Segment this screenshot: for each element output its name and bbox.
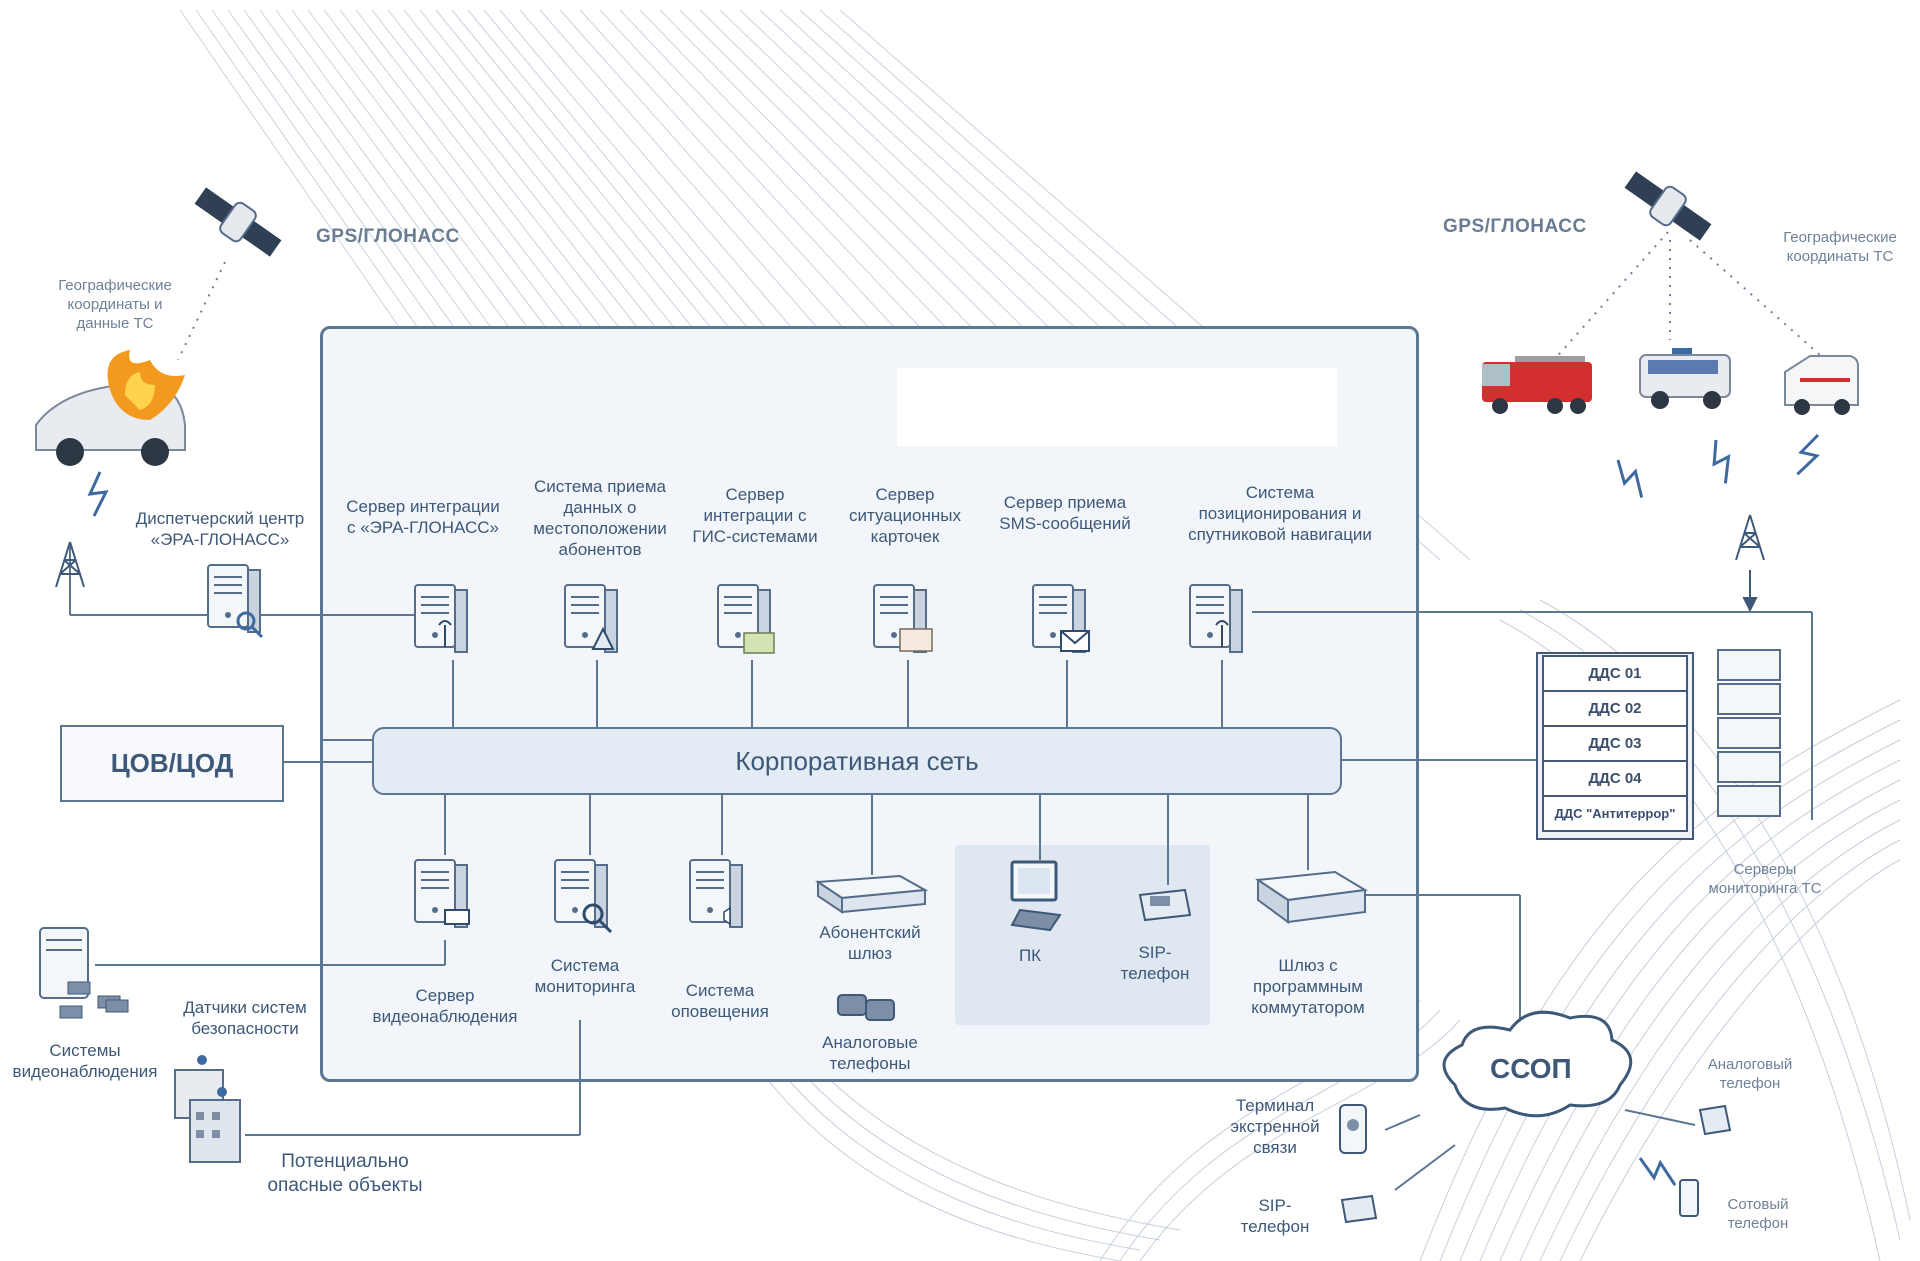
sensors-label: Датчики систем безопасности: [183, 998, 307, 1038]
subscriber-gateway-icon: [815, 874, 929, 914]
sip-phone-icon: [1138, 888, 1192, 922]
gps-glonass-left-title: GPS/ГЛОНАСС: [316, 226, 460, 247]
sms-server-label: Сервер приема SMS-сообщений: [999, 493, 1131, 533]
gps-left-note: Географические координаты и данные ТС: [58, 277, 172, 332]
hazard-buildings-icon: [174, 1055, 241, 1163]
situation-cards-server-icon: [873, 584, 933, 653]
dds-03-box: ДДС 03: [1542, 725, 1688, 762]
location-reception-server-icon: [564, 584, 618, 653]
fire-truck-icon: [1482, 356, 1592, 414]
monitoring-system-icon: [554, 859, 613, 934]
antenna-icon-right: [1735, 514, 1765, 561]
video-systems-label: Системы видеонаблюдения: [12, 1041, 158, 1081]
era-integration-server-icon: [414, 584, 468, 653]
dds-04-box: ДДС 04: [1542, 760, 1688, 797]
situation-cards-server-label: Сервер ситуационных карточек: [849, 485, 961, 546]
softswitch-gateway-label: Шлюз с программным коммутатором: [1251, 956, 1365, 1017]
cov-cod-box: ЦОВ/ЦОД: [60, 725, 284, 802]
sip-phone-label: SIP- телефон: [1120, 943, 1190, 983]
ssop-cloud-icon: [1442, 1010, 1633, 1118]
video-systems-icon: [39, 927, 129, 1019]
analog-phone-ssop-icon: [1698, 1104, 1732, 1136]
ambulance-icon: [1784, 355, 1859, 415]
satellite-icon-left: [193, 186, 283, 258]
satellite-icon-right: [1623, 170, 1713, 242]
pc-icon: [1010, 860, 1062, 932]
monitoring-system-label: Система мониторинга: [534, 956, 636, 996]
wireless-icon-2: [1705, 436, 1739, 487]
wireless-left-icon: [88, 470, 108, 518]
gps-glonass-right-title: GPS/ГЛОНАСС: [1443, 216, 1587, 237]
analog-phone-ssop-label: Аналоговый телефон: [1707, 1056, 1793, 1092]
dds-02-box: ДДС 02: [1542, 690, 1688, 727]
dds-antiterror-box: ДДС "Антитеррор": [1542, 795, 1688, 832]
notification-system-icon: [689, 859, 743, 928]
monitoring-servers-label: Серверы мониторинга ТС: [1708, 861, 1822, 897]
antenna-icon-left: [55, 541, 85, 588]
notification-system-label: Система оповещения: [671, 981, 769, 1021]
softswitch-gateway-icon: [1255, 870, 1368, 924]
gps-right-note: Географические координаты ТС: [1783, 229, 1897, 265]
navigation-server-icon: [1189, 584, 1243, 653]
sip-phone-ssop-label: SIP- телефон: [1240, 1196, 1310, 1236]
dispatch-center-server-icon: [207, 564, 264, 639]
gis-integration-server-icon: [717, 584, 775, 654]
corporate-network-bar: Корпоративная сеть: [372, 727, 1342, 795]
analog-phones-icon: [837, 994, 895, 1021]
emergency-terminal-icon: [1339, 1104, 1367, 1154]
blank-area: [897, 368, 1337, 446]
wave-pattern-bottom: [759, 1069, 1181, 1261]
pc-label: ПК: [1018, 946, 1042, 965]
monitoring-servers-stack-icon: [1717, 649, 1781, 817]
wireless-icon-ssop: [1633, 1151, 1683, 1191]
police-car-icon: [1639, 348, 1731, 409]
emergency-terminal-label: Терминал экстренной связи: [1230, 1096, 1320, 1157]
burning-car-icon: [35, 350, 186, 466]
hazard-objects-label: Потенциально опасные объекты: [267, 1151, 423, 1196]
location-reception-server-label: Система приема данных о местоположении а…: [533, 477, 667, 559]
era-integration-server-label: Сервер интеграции с «ЭРА-ГЛОНАСС»: [346, 497, 500, 537]
cell-phone-label: Сотовый телефон: [1727, 1196, 1789, 1232]
dispatch-center-label: Диспетчерский центр «ЭРА-ГЛОНАСС»: [135, 509, 305, 549]
sip-phone-ssop-icon: [1340, 1194, 1378, 1224]
analog-phones-label: Аналоговые телефоны: [822, 1033, 918, 1073]
gis-integration-server-label: Сервер интеграции с ГИС-системами: [692, 485, 818, 546]
cell-phone-icon: [1679, 1179, 1699, 1217]
video-server-label: Сервер видеонаблюдения: [372, 986, 518, 1026]
navigation-server-label: Система позиционирования и спутниковой н…: [1188, 483, 1372, 544]
ssop-label: ССОП: [1490, 1053, 1572, 1084]
sms-server-icon: [1032, 584, 1090, 653]
dds-01-box: ДДС 01: [1542, 655, 1688, 692]
video-server-icon: [414, 859, 470, 928]
wireless-icon-1: [1608, 454, 1653, 502]
subscriber-gateway-label: Абонентский шлюз: [819, 923, 921, 963]
wireless-icon-3: [1792, 430, 1826, 480]
main-system-panel: [320, 326, 1419, 1082]
